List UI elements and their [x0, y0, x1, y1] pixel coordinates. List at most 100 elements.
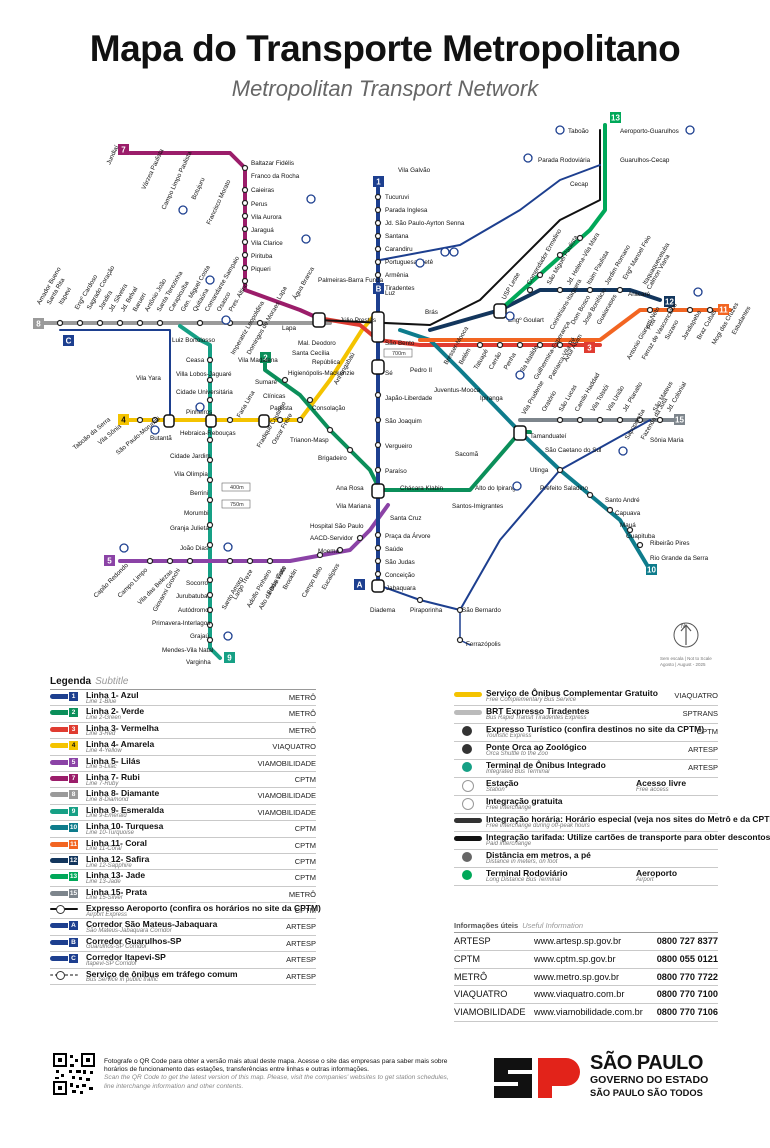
station-luiz-bortolosso: Luiz Bortolosso — [172, 337, 216, 344]
legend-line-name: Linha 5- Lilás — [86, 755, 141, 766]
station-franco: Franco da Rocha — [251, 173, 300, 180]
corridor-b-route — [379, 164, 601, 261]
legend-line-name: Corredor São Mateus-Jabaquara — [86, 919, 218, 930]
station-santa-cecilia: Santa Cecília — [292, 350, 330, 357]
legend-line-number: B — [68, 936, 79, 948]
transport-map: 7 1 13 8 C 2 4 5 9 3 11 12 15 10 A B — [33, 112, 752, 667]
station-francisco-morato: Francisco Morato — [205, 178, 232, 225]
station-paraiso: Paraíso — [385, 468, 407, 475]
station-jaragua: Jaraguá — [251, 227, 274, 234]
info-url[interactable]: www.artesp.sp.gov.br — [534, 936, 622, 946]
legend-line-english: Line 4-Yellow — [86, 747, 122, 754]
station-jd-planalto: Jd. Planalto — [622, 381, 645, 413]
station-guapituba: Guapituba — [626, 533, 656, 540]
legend-item-extra-english: Free access — [636, 786, 669, 793]
legend-symbol-icon — [454, 744, 484, 754]
legend-item-english: Station — [486, 786, 505, 793]
legend-line-english: Line 9-Emerald — [86, 813, 127, 820]
legend-operator: CPTM — [294, 840, 316, 850]
legend-line-number: A — [68, 920, 79, 932]
info-org: VIAMOBILIDADE — [454, 1007, 526, 1018]
badge-line-4: 4 — [121, 416, 126, 425]
legend-line-swatch: A — [50, 920, 80, 932]
legend-operator: VIAMOBILIDADE — [257, 791, 316, 801]
legend-symbol-icon — [454, 726, 484, 736]
legend-operator: METRÔ — [288, 693, 316, 702]
station-santa-cruz: Santa Cruz — [390, 515, 422, 522]
legend-item-english: Free interchange — [486, 804, 532, 811]
legend-item-extra: Acesso livre — [636, 778, 687, 788]
badge-line-13: 13 — [611, 114, 620, 123]
legend-line-swatch — [50, 905, 80, 915]
station-praca-arvore: Praça da Árvore — [385, 531, 431, 540]
info-url[interactable]: www.viamobilidade.com.br — [534, 1007, 643, 1018]
info-url[interactable]: www.cptm.sp.gov.br — [534, 953, 616, 964]
station-piraporinha: Piraporinha — [410, 607, 443, 614]
legend-line-english: Line 13-Jade — [86, 878, 121, 885]
legend-line-number: 10 — [68, 822, 79, 834]
info-url[interactable]: www.metro.sp.gov.br — [534, 971, 620, 982]
info-url[interactable]: www.viaquatro.com.br — [534, 989, 625, 1000]
badge-line-10: 10 — [647, 566, 656, 575]
station-tamanduatei: Tamanduateí — [530, 433, 567, 440]
legend-line-english: Line 7-Ruby — [86, 780, 119, 787]
station-armenia: Armênia — [385, 272, 409, 279]
legend-operator: ARTESP — [286, 955, 316, 965]
legend-symbol-icon — [454, 762, 484, 772]
badge-line-3: 3 — [587, 344, 592, 353]
station-capuava: Capuava — [615, 510, 641, 517]
station-moema: Moema — [318, 548, 339, 555]
station-santos-imigrantes: Santos-Imigrantes — [452, 503, 503, 510]
station-portuguesa: Portuguesa-Tietê — [385, 259, 434, 266]
station-alto-ipiranga: Alto do Ipiranga — [475, 485, 520, 492]
legend-line-name: Linha 8- Diamante — [86, 788, 160, 799]
badge-line-8: 8 — [36, 320, 41, 329]
legend-line-english: Airport Express — [86, 911, 128, 918]
legend-line-swatch: B — [50, 936, 80, 948]
station-rio-grande: Rio Grande da Serra — [650, 555, 709, 562]
info-org: METRÔ — [454, 971, 488, 982]
station-jabaquara: Jabaquara — [386, 585, 416, 592]
qr-code-icon[interactable] — [52, 1052, 96, 1096]
station-sao-judas: São Judas — [385, 559, 415, 566]
badge-line-2: 2 — [263, 354, 268, 363]
station-se: Sé — [385, 370, 393, 377]
station-presidente-altino: Pres. Altino — [228, 281, 250, 313]
legend-line-swatch: 10 — [50, 822, 80, 834]
station-conceicao: Conceição — [385, 572, 415, 579]
station-vila-lobos: Villa Lobos-Jaguaré — [176, 371, 232, 378]
station-campo-limpo-p: Campo Limpo Paulista — [160, 150, 193, 211]
station-agua-branca: Água Branca — [290, 265, 316, 301]
legend-item-name: Estação — [486, 778, 519, 788]
station-belem: Belém — [458, 347, 473, 366]
badge-corridor-a: A — [357, 581, 363, 590]
station-tucuruvi: Tucuruvi — [385, 194, 409, 201]
station-autodromo: Autódromo — [178, 607, 209, 614]
legend-item-english: Integrated Bus Terminal — [486, 768, 550, 775]
brand-line-2: GOVERNO DO ESTADO — [590, 1074, 709, 1086]
airport-express-route — [317, 129, 601, 326]
legend-item-name: Integração horária: Horário especial (ve… — [486, 814, 770, 824]
station-juventus: Juventus-Mooca — [434, 387, 481, 394]
badge-line-1: 1 — [376, 178, 381, 187]
station-cecap: Cecap — [570, 181, 589, 188]
legend-operator: METRÔ — [288, 889, 316, 899]
distance-700m: 700m — [392, 351, 406, 357]
station-symbol-icon — [56, 905, 65, 915]
station-symbol-icon — [56, 970, 65, 980]
station-diadema: Diadema — [370, 607, 396, 614]
station-caieiras: Caieiras — [251, 187, 274, 194]
badge-line-15: 15 — [675, 416, 684, 425]
